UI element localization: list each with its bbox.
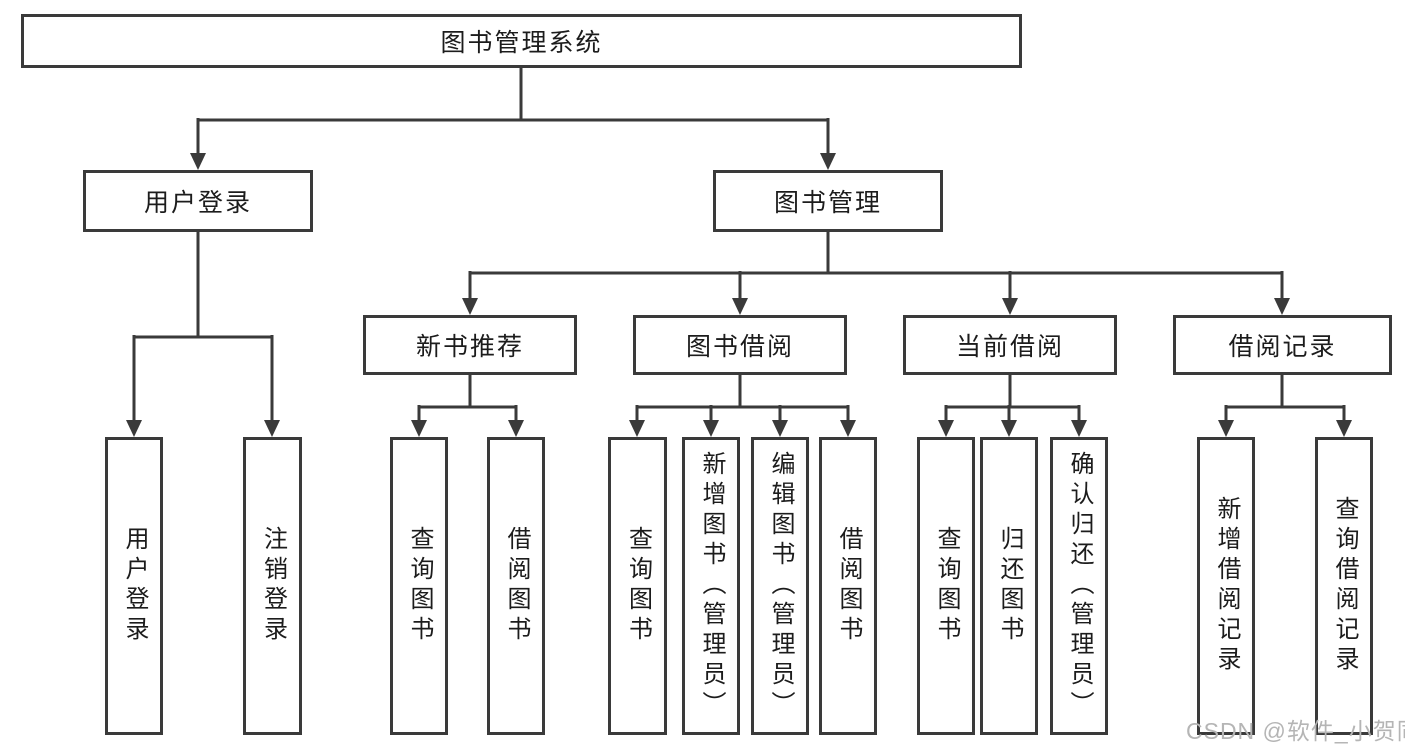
node-library-management-system: 图书管理系统 bbox=[21, 14, 1022, 68]
leaf-borrowing-query-books: 查询图书 bbox=[608, 437, 667, 735]
node-current-borrowing: 当前借阅 bbox=[903, 315, 1117, 375]
leaf-recommend-borrow-books: 借阅图书 bbox=[487, 437, 545, 735]
leaf-borrowing-add-books-admin: 新增图书（管理员） bbox=[682, 437, 740, 735]
leaf-current-query-books: 查询图书 bbox=[917, 437, 975, 735]
node-book-borrowing: 图书借阅 bbox=[633, 315, 847, 375]
watermark: CSDN @软件_小贺同学 bbox=[1186, 718, 1405, 744]
node-book-management: 图书管理 bbox=[713, 170, 943, 232]
leaf-logout: 注销登录 bbox=[243, 437, 302, 735]
leaf-current-confirm-return-admin: 确认归还（管理员） bbox=[1050, 437, 1108, 735]
leaf-borrowing-borrow-books: 借阅图书 bbox=[819, 437, 877, 735]
leaf-records-add-record: 新增借阅记录 bbox=[1197, 437, 1255, 735]
leaf-borrowing-edit-books-admin: 编辑图书（管理员） bbox=[751, 437, 809, 735]
node-user-login: 用户登录 bbox=[83, 170, 313, 232]
leaf-current-return-books: 归还图书 bbox=[980, 437, 1038, 735]
node-new-book-recommend: 新书推荐 bbox=[363, 315, 577, 375]
leaf-recommend-query-books: 查询图书 bbox=[390, 437, 448, 735]
leaf-user-login: 用户登录 bbox=[105, 437, 163, 735]
leaf-records-query-record: 查询借阅记录 bbox=[1315, 437, 1373, 735]
node-borrowing-records: 借阅记录 bbox=[1173, 315, 1392, 375]
